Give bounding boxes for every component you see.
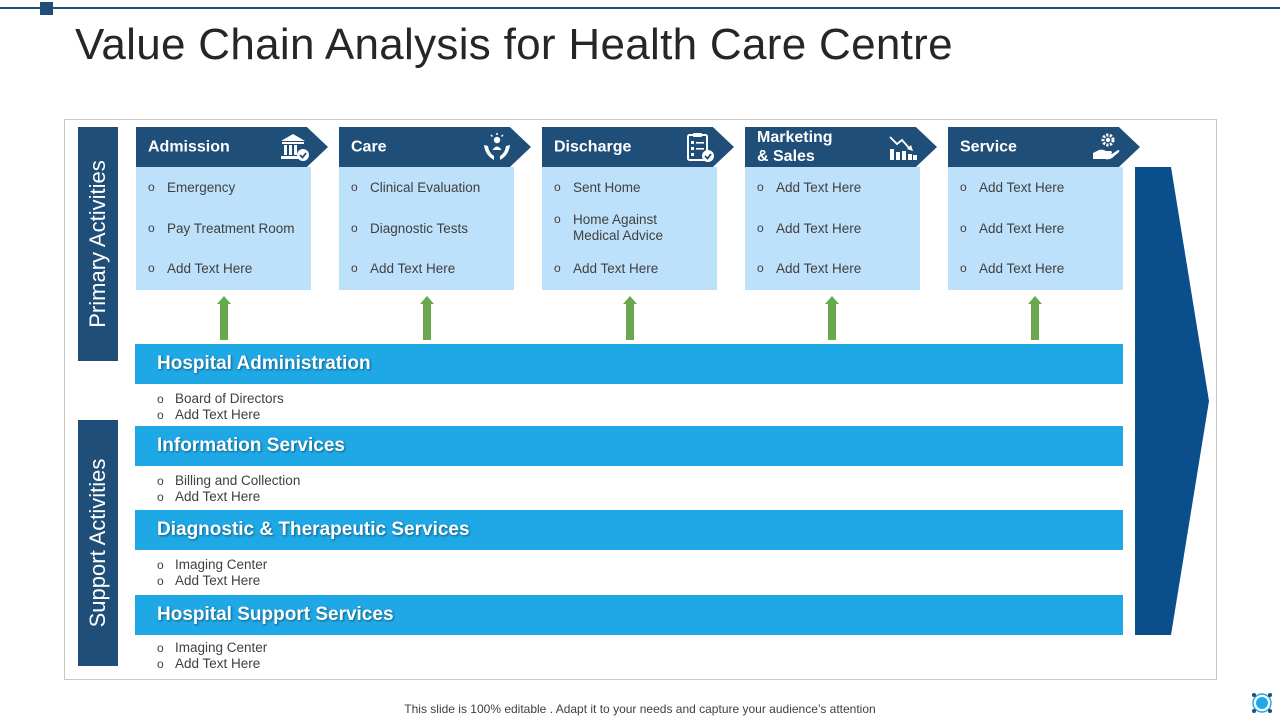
primary-activities-label: Primary Activities — [78, 127, 118, 361]
up-arrow-icon — [1028, 296, 1042, 340]
page-title: Value Chain Analysis for Health Care Cen… — [75, 20, 953, 69]
hands-caring-icon — [484, 133, 510, 160]
support-band-title: Hospital Administration — [157, 353, 371, 374]
footer-note: This slide is 100% editable . Adapt it t… — [404, 702, 876, 716]
support-band-information-services: Information Services — [135, 426, 1123, 466]
support-band-hospital-support: Hospital Support Services — [135, 595, 1123, 635]
support-band-diagnostic-therapeutic: Diagnostic & Therapeutic Services — [135, 510, 1123, 550]
primary-activity-header: Marketing & Sales — [745, 127, 937, 167]
up-arrow-icon — [825, 296, 839, 340]
primary-activity-title: Admission — [148, 138, 230, 156]
up-arrow-icon — [623, 296, 637, 340]
support-activities-text: Support Activities — [85, 458, 110, 628]
support-activities-label: Support Activities — [78, 420, 118, 666]
support-band-hospital-administration: Hospital Administration — [135, 344, 1123, 384]
primary-activity-header: Care — [339, 127, 531, 167]
gear-hand-icon — [1093, 133, 1120, 160]
support-band-title: Diagnostic & Therapeutic Services — [157, 519, 470, 540]
value-chain-arrow — [1135, 167, 1209, 635]
primary-activities-text: Primary Activities — [85, 160, 110, 328]
diagram-frame — [64, 119, 1217, 680]
focus-target-icon — [1252, 693, 1272, 713]
primary-activity-header: Discharge — [542, 127, 734, 167]
primary-activity-header: Admission — [136, 127, 328, 167]
sales-chart-icon — [889, 136, 917, 160]
up-arrow-icon — [217, 296, 231, 340]
support-band-title: Information Services — [157, 435, 345, 456]
up-arrow-icon — [420, 296, 434, 340]
bank-check-icon — [281, 134, 309, 161]
primary-activity-title: Care — [351, 138, 387, 156]
primary-activity-title: Marketing & Sales — [757, 129, 833, 165]
primary-activity-title: Discharge — [554, 138, 632, 156]
primary-activity-header: Service — [948, 127, 1140, 167]
top-square-accent — [40, 2, 53, 15]
primary-activity-title: Service — [960, 138, 1017, 156]
clipboard-check-icon — [687, 133, 714, 162]
top-rule — [0, 7, 1280, 9]
support-band-title: Hospital Support Services — [157, 604, 394, 625]
